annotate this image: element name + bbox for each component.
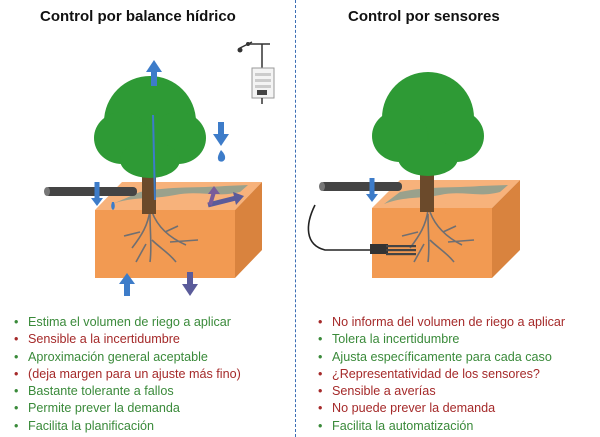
list-item: •Facilita la planificación	[14, 418, 154, 433]
tree-icon	[372, 72, 484, 212]
list-item: •No puede prever la demanda	[318, 401, 496, 416]
evapotranspiration-arrow-icon	[146, 60, 162, 86]
right-feature-list: •No informa del volumen de riego a aplic…	[318, 314, 565, 435]
list-item: •Estima el volumen de riego a aplicar	[14, 315, 232, 329]
list-item: •Sensible a averías	[318, 384, 436, 399]
list-item: •No informa del volumen de riego a aplic…	[318, 315, 566, 329]
list-item: •Ajusta específicamente para cada caso	[318, 349, 552, 364]
drainage-arrow-icon	[182, 272, 198, 296]
list-item: •Sensible a la incertidumbre	[14, 332, 180, 347]
right-panel-title: Control por sensores	[348, 8, 500, 25]
list-item: •Aproximación general aceptable	[14, 349, 208, 364]
illustrations	[44, 41, 520, 296]
list-item: •Bastante tolerante a fallos	[14, 384, 174, 399]
list-item: •Permite prever la demanda	[14, 401, 180, 416]
capillary-rise-arrow-icon	[119, 273, 135, 296]
irrigation-pipe-icon	[319, 178, 402, 202]
soil-block-icon	[372, 180, 520, 278]
weather-station-icon	[237, 41, 275, 104]
list-item: •¿Representatividad de los sensores?	[318, 366, 540, 381]
panel-divider	[295, 0, 296, 437]
rain-arrow-icon	[213, 122, 229, 162]
right-illustration	[307, 72, 520, 278]
soil-sensor-probe-icon	[307, 204, 416, 256]
left-feature-list: •Estima el volumen de riego a aplicar •S…	[14, 314, 241, 435]
tree-icon	[94, 76, 206, 214]
left-panel-title: Control por balance hídrico	[40, 8, 236, 25]
left-illustration	[44, 41, 275, 296]
runoff-arrow-icon	[207, 186, 244, 208]
irrigation-pipe-icon	[44, 182, 137, 210]
list-item: •Tolera la incertidumbre	[318, 332, 460, 347]
list-item: •(deja margen para un ajuste más fino)	[14, 366, 241, 381]
list-item: •Facilita la automatización	[318, 418, 474, 433]
